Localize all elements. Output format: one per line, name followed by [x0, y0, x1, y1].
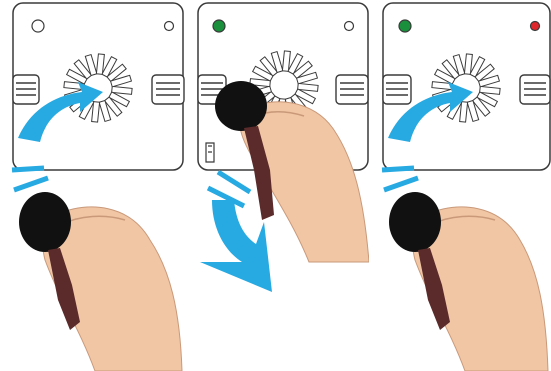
step-1-panel	[0, 0, 185, 371]
step-3-panel	[368, 0, 551, 371]
led-left	[213, 20, 225, 32]
right-grip	[336, 75, 368, 104]
card-reader-icon	[383, 3, 550, 170]
led-right	[345, 22, 354, 31]
led-right	[165, 22, 174, 31]
step-2-panel	[184, 0, 369, 371]
left-grip	[13, 75, 39, 104]
led-left	[32, 20, 44, 32]
right-grip	[520, 75, 550, 104]
right-grip	[152, 75, 184, 104]
led-right	[531, 22, 540, 31]
card-reader-icon	[13, 3, 184, 170]
led-left	[399, 20, 411, 32]
left-grip	[383, 75, 411, 104]
